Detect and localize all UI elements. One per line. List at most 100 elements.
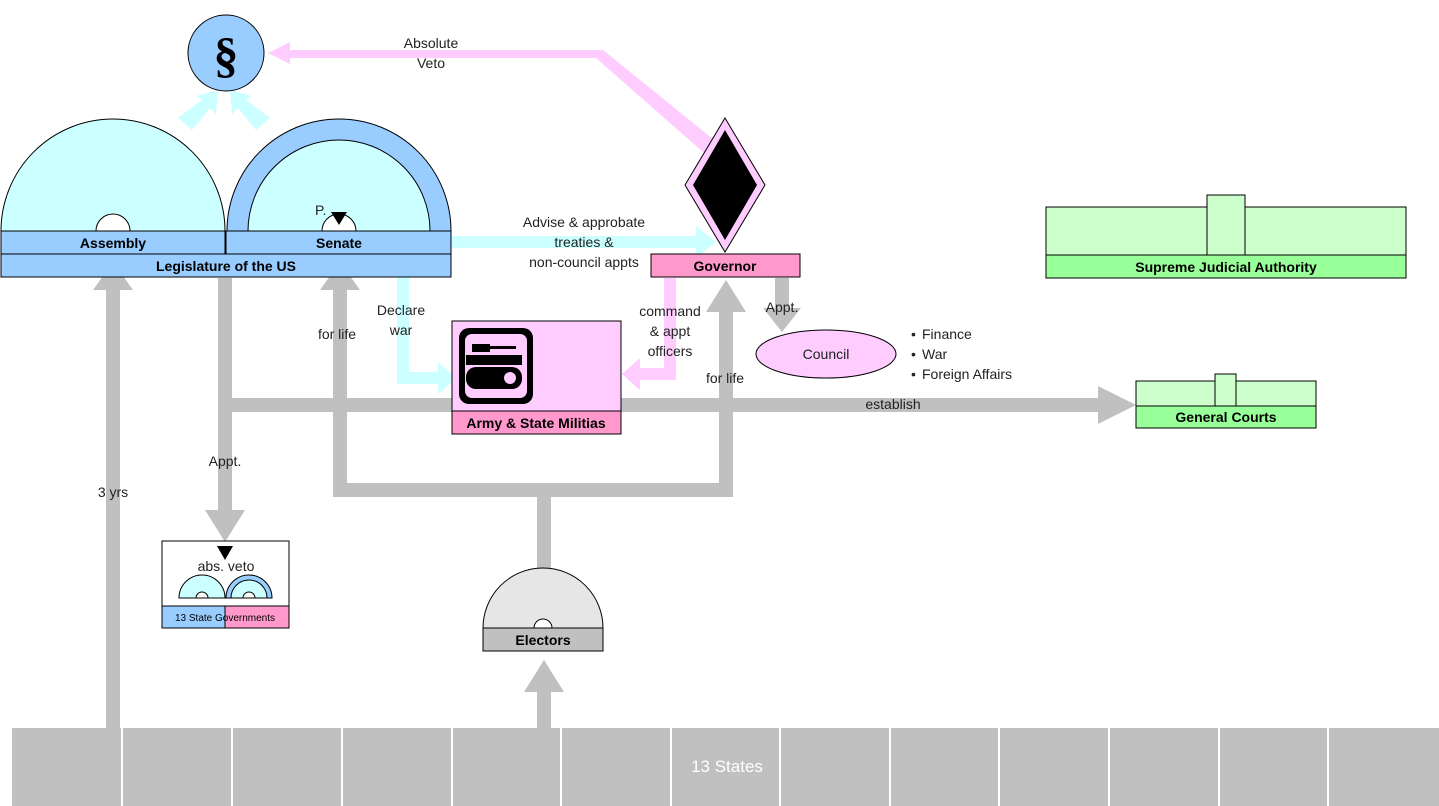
state-gov-label: 13 State Governments <box>175 613 275 624</box>
army-pink-arrowhead <box>622 358 640 390</box>
governor-cyan-arrowhead <box>696 226 716 258</box>
electors-bar <box>482 627 604 652</box>
council: Council • Finance • War • Foreign Affair… <box>755 326 1012 382</box>
legislature-label: Legislature of the US <box>156 258 296 274</box>
appt-council-label: Appt. <box>766 299 799 315</box>
veto-section-circle <box>187 14 265 92</box>
absolute-veto-label-1: Absolute <box>404 35 459 51</box>
state-dividers <box>121 728 1329 806</box>
pink-connectors <box>268 42 724 390</box>
command-label-1: command <box>639 303 700 319</box>
supreme-court-tower <box>1206 194 1246 256</box>
army: Army & State Militias <box>451 320 622 435</box>
senate-for-life-label: for life <box>318 326 356 342</box>
governor-diamond-inner <box>693 130 757 240</box>
state-gov-bar-right <box>224 605 290 629</box>
command-horizontal <box>634 368 676 380</box>
declare-war-label-2: war <box>389 322 413 338</box>
governor-label: Governor <box>693 258 757 274</box>
state-assembly-dome <box>178 574 226 599</box>
general-courts-arrowhead <box>1098 386 1136 424</box>
general-courts-label: General Courts <box>1175 409 1276 425</box>
senate-label: Senate <box>316 235 362 251</box>
advise-shaft <box>452 236 698 248</box>
senate-dome-inner <box>247 139 431 232</box>
states-bar: 13 States <box>12 728 1439 806</box>
state-senate-inner <box>230 579 268 599</box>
army-cyan-arrowhead <box>438 362 456 394</box>
governor: Governor <box>650 117 801 278</box>
absolute-veto-label-2: Veto <box>417 55 445 71</box>
grey-connectors <box>93 262 1136 732</box>
army-label: Army & State Militias <box>466 415 605 431</box>
command-shaft <box>664 278 676 376</box>
command-label-3: officers <box>648 343 693 359</box>
states-bar-bg <box>12 728 1439 806</box>
electors-loop-bottom <box>333 483 733 497</box>
command-label-2: & appt <box>650 323 691 339</box>
council-bullet-foreign: • <box>911 366 916 382</box>
council-bullet-finance: • <box>911 326 916 342</box>
state-senate-seat <box>242 591 256 599</box>
appt-states-shaft <box>218 278 232 512</box>
governor-bar <box>650 253 801 278</box>
tank-wheel <box>504 372 516 384</box>
council-duty-foreign-affairs: Foreign Affairs <box>922 366 1012 382</box>
senate-for-life-shaft <box>333 288 347 497</box>
advise-label-2: treaties & <box>554 234 614 250</box>
appt-states-label: Appt. <box>209 453 242 469</box>
general-courts-bar <box>1135 405 1317 429</box>
three-years-label: 3 yrs <box>98 484 128 500</box>
cyan-connectors <box>178 90 716 394</box>
general-courts: General Courts <box>1135 373 1317 429</box>
electors-seat <box>533 618 553 629</box>
absolute-veto-arrow <box>268 42 724 160</box>
declare-shaft <box>397 256 409 384</box>
edge-labels: Absolute Veto Advise & approbate treatie… <box>98 35 921 500</box>
council-ellipse <box>755 329 897 379</box>
council-bullet-war: • <box>911 346 916 362</box>
senate-president-label: P. <box>315 202 326 218</box>
legislature-bar <box>0 253 452 278</box>
assembly-to-section-arrow <box>178 90 218 130</box>
governor-for-life-label: for life <box>706 370 744 386</box>
supreme-court-bar <box>1045 254 1407 279</box>
electors-up-shaft <box>537 490 551 572</box>
electors-arrowhead <box>524 660 564 692</box>
general-courts-tower <box>1214 373 1237 407</box>
legislature: P. Assembly Senate Legislature of the US <box>0 118 452 278</box>
establish-shaft <box>225 398 1115 412</box>
electors: Electors <box>482 567 604 652</box>
electors-dome <box>482 567 604 629</box>
senate-president-marker <box>331 212 347 225</box>
assembly-label: Assembly <box>80 235 146 251</box>
advise-label-3: non-council appts <box>529 254 639 270</box>
supreme-judicial-authority: Supreme Judicial Authority <box>1045 194 1407 279</box>
state-gov-marker <box>217 546 233 560</box>
three-years-shaft <box>106 288 120 732</box>
governor-for-life-shaft <box>719 310 733 497</box>
assembly-dome <box>0 118 226 232</box>
governor-arrowhead <box>706 280 746 312</box>
appt-council-shaft <box>775 278 789 310</box>
army-bar <box>451 410 622 435</box>
assembly-speaker-seat <box>95 213 131 232</box>
electors-label: Electors <box>515 632 570 648</box>
state-gov-arrowhead <box>205 510 245 542</box>
states-label: 13 States <box>691 757 763 776</box>
states-electors-shaft <box>537 690 551 732</box>
abs-veto-label: abs. veto <box>198 558 255 574</box>
advise-label-1: Advise & approbate <box>523 214 645 230</box>
state-assembly-seat <box>195 591 209 599</box>
state-governments: abs. veto 13 State Governments <box>161 540 290 629</box>
supreme-court-label: Supreme Judicial Authority <box>1135 259 1317 275</box>
council-label: Council <box>803 346 850 362</box>
section-icon: § <box>214 27 239 83</box>
declare-war-label-1: Declare <box>377 302 425 318</box>
senate-to-section-arrow <box>230 90 270 130</box>
council-arrowhead <box>763 308 801 332</box>
council-duty-war: War <box>922 346 947 362</box>
establish-label: establish <box>865 396 920 412</box>
